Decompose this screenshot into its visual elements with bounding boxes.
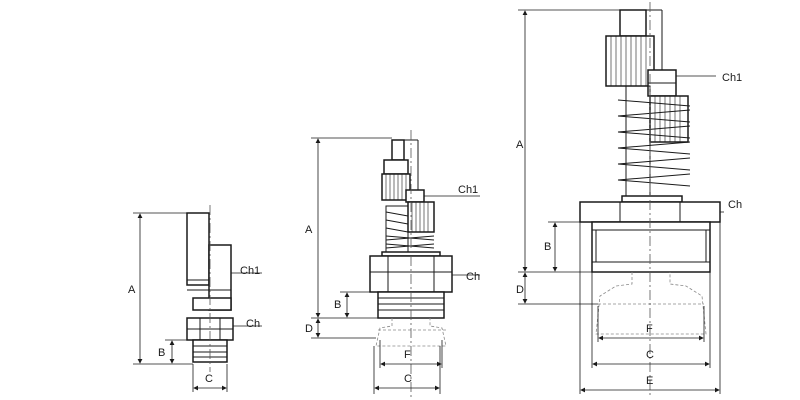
small-label-b: B [158, 347, 165, 359]
small-label-c: C [205, 373, 213, 385]
large-label-e: E [646, 375, 653, 387]
medium-fitting [311, 130, 480, 398]
small-label-ch: Ch [246, 318, 260, 330]
large-label-b: B [544, 241, 551, 253]
medium-label-b: B [334, 299, 341, 311]
medium-label-a: A [305, 224, 313, 236]
small-label-a: A [128, 284, 136, 296]
large-label-a: A [516, 139, 524, 151]
large-label-c: C [646, 349, 654, 361]
large-label-f: F [646, 323, 653, 335]
medium-label-ch: Ch [466, 271, 480, 283]
large-label-d: D [516, 284, 524, 296]
medium-label-f: F [404, 349, 411, 361]
large-label-ch: Ch [728, 199, 742, 211]
medium-label-c: C [404, 373, 412, 385]
large-label-ch1: Ch1 [722, 72, 742, 84]
medium-label-d: D [305, 323, 313, 335]
medium-label-ch1: Ch1 [458, 184, 478, 196]
small-label-ch1: Ch1 [240, 265, 260, 277]
small-fitting [133, 205, 262, 392]
large-fitting [518, 2, 724, 396]
